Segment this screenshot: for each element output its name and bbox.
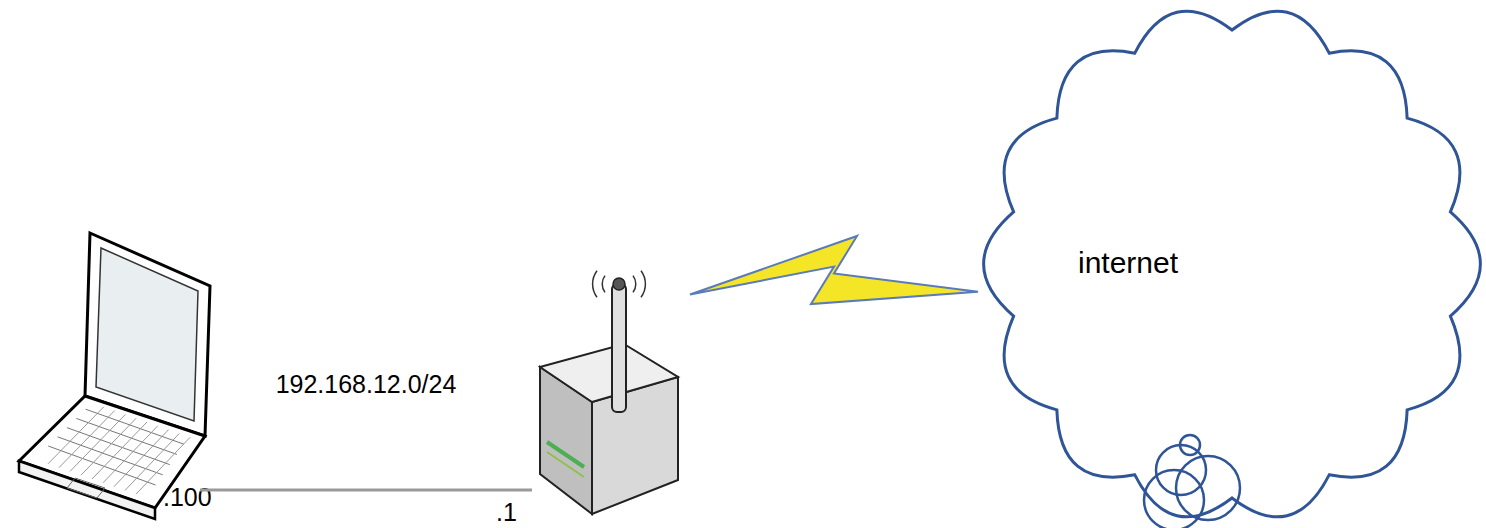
cloud-swirl — [1144, 435, 1240, 528]
address-label: internet — [1078, 246, 1178, 280]
wireless-link — [690, 236, 978, 304]
laptop-shape — [15, 228, 200, 520]
router-illustration — [540, 271, 678, 514]
ethernet-link — [200, 489, 532, 492]
subnet-label: 192.168.12.0/24 — [276, 370, 457, 399]
router-shape — [532, 262, 682, 524]
laptop-illustration — [19, 233, 210, 519]
router-node: .1 — [532, 262, 682, 524]
cloud-shape — [978, 0, 1486, 528]
cloud-node: internet — [978, 0, 1486, 528]
cloud-outline — [984, 11, 1481, 517]
laptop-node: .100 — [15, 228, 200, 520]
address-label: .100 — [163, 483, 212, 512]
address-label: .1 — [496, 498, 517, 527]
